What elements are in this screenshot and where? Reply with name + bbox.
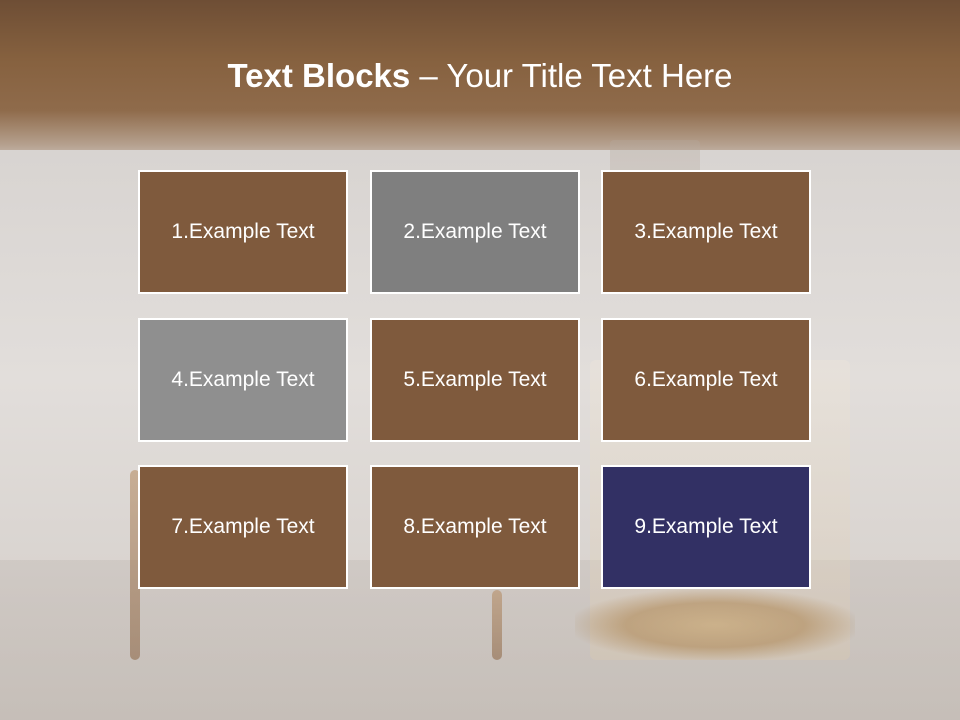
text-block-label: 5.Example Text: [403, 368, 547, 391]
text-block-7[interactable]: 7.Example Text: [138, 465, 348, 589]
title-rest-text: Your Title Text Here: [446, 57, 733, 94]
text-block-label: 3.Example Text: [634, 220, 778, 243]
text-blocks-grid: 1.Example Text 2.Example Text 3.Example …: [138, 170, 816, 594]
text-block-9[interactable]: 9.Example Text: [601, 465, 811, 589]
text-block-label: 4.Example Text: [171, 368, 315, 391]
text-block-label: 6.Example Text: [634, 368, 778, 391]
background-cabinet-ornament: [575, 590, 855, 660]
text-block-label: 2.Example Text: [403, 220, 547, 243]
text-block-1[interactable]: 1.Example Text: [138, 170, 348, 294]
background-chair-leg: [130, 470, 140, 660]
background-header-band: [0, 0, 960, 170]
text-block-label: 9.Example Text: [634, 515, 778, 538]
text-block-8[interactable]: 8.Example Text: [370, 465, 580, 589]
text-block-4[interactable]: 4.Example Text: [138, 318, 348, 442]
text-block-label: 1.Example Text: [171, 220, 315, 243]
title-separator: –: [410, 57, 447, 94]
title-bold-text: Text Blocks: [227, 57, 411, 94]
text-block-3[interactable]: 3.Example Text: [601, 170, 811, 294]
background-chair-leg: [492, 590, 502, 660]
text-block-label: 8.Example Text: [403, 515, 547, 538]
text-block-2[interactable]: 2.Example Text: [370, 170, 580, 294]
text-block-6[interactable]: 6.Example Text: [601, 318, 811, 442]
text-block-label: 7.Example Text: [171, 515, 315, 538]
text-block-5[interactable]: 5.Example Text: [370, 318, 580, 442]
slide-title[interactable]: Text Blocks – Your Title Text Here: [0, 54, 960, 98]
